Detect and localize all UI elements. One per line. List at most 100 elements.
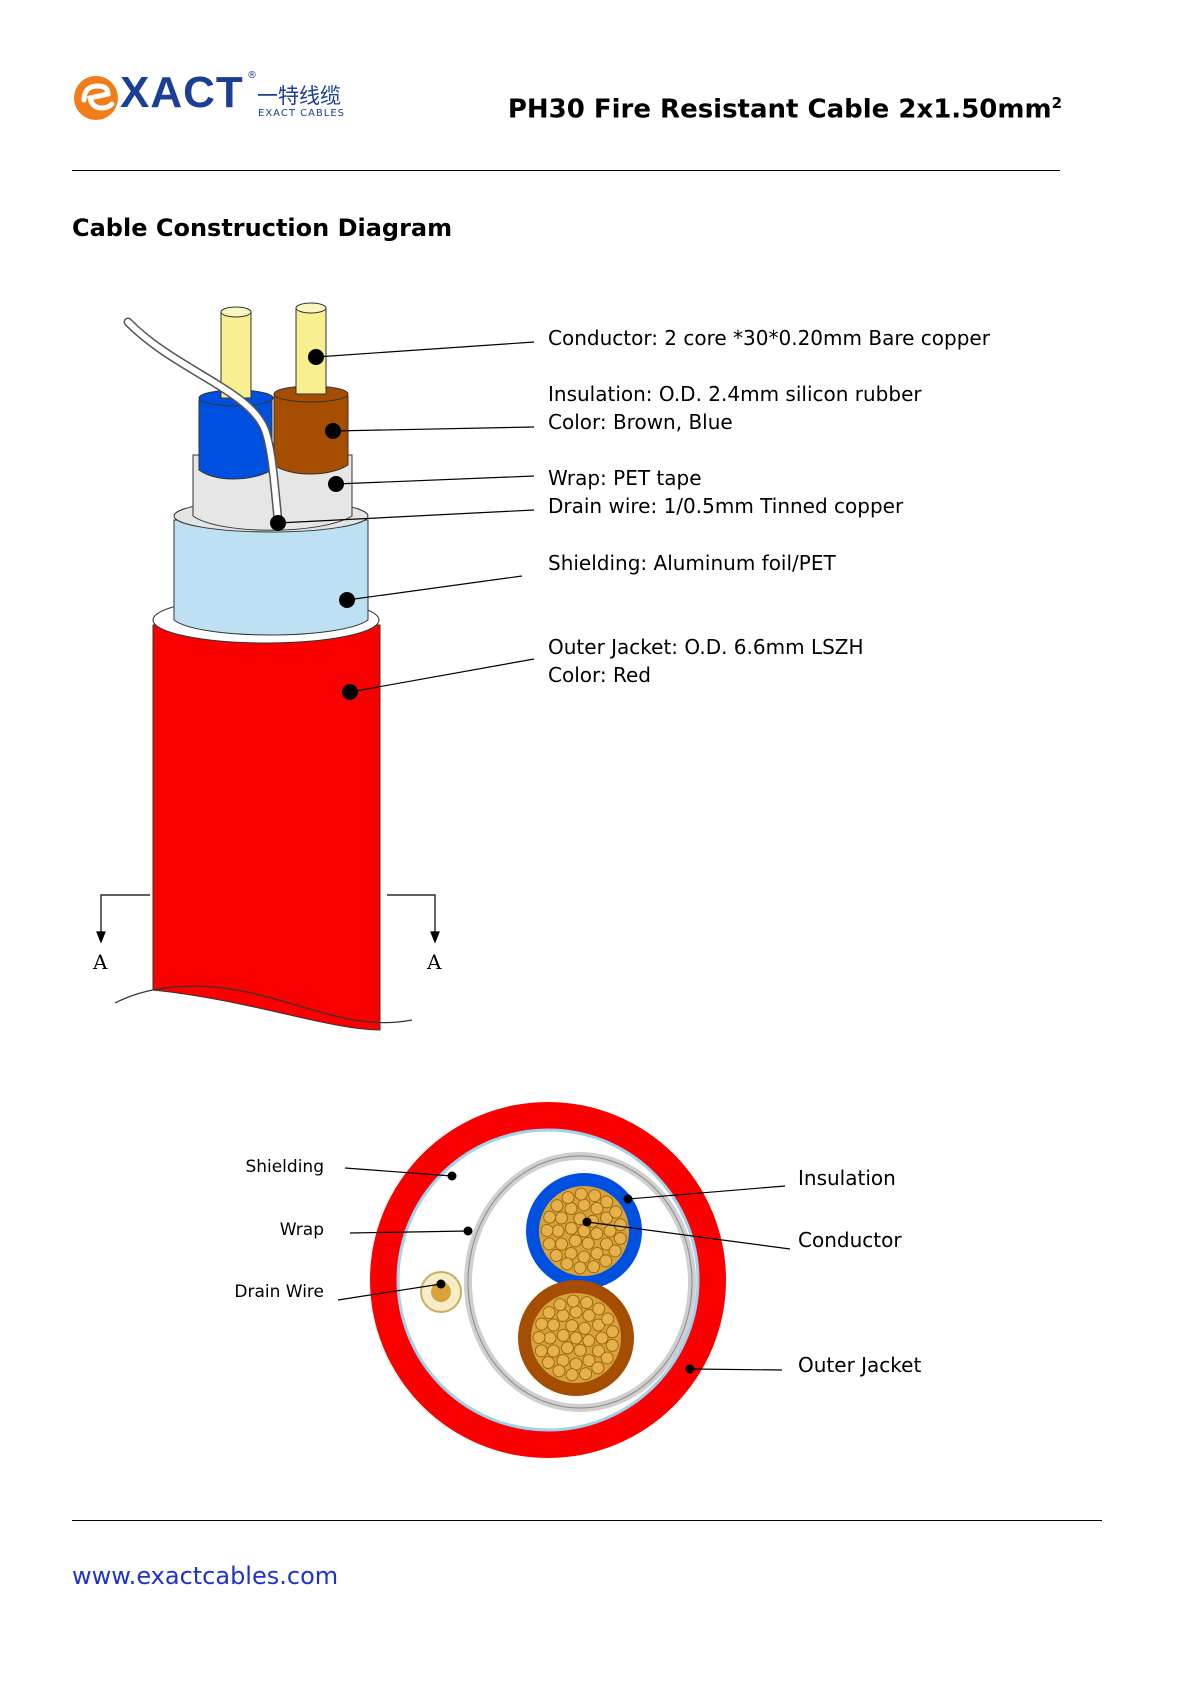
cross-label-insulation: Insulation [798,1166,896,1190]
footer-website-link[interactable]: www.exactcables.com [72,1562,339,1590]
label-insulation: Insulation: O.D. 2.4mm silicon rubber [548,382,922,406]
conductor-strand [556,1328,570,1342]
outer-jacket-body [152,624,381,1031]
conductor-strand [554,1211,568,1225]
conductor-strand [605,1338,619,1352]
page-title-superscript: 2 [1051,94,1062,112]
conductor-strand [587,1260,601,1274]
logo-e-mark [74,76,118,120]
conductor-strand [579,1367,593,1381]
conductor-strand [551,1224,565,1238]
conductor-strand [600,1195,614,1209]
conductor-strand [566,1294,580,1308]
conductor-strand [592,1344,606,1358]
label-jacket-color: Color: Red [548,663,651,687]
section-title: Cable Construction Diagram [72,214,453,242]
conductor-strand [569,1331,583,1345]
label-conductor: Conductor: 2 core *30*0.20mm Bare copper [548,326,990,350]
conductor-strand [543,1331,557,1345]
cross-drain-wire-core [431,1282,451,1302]
conductor-strand [549,1249,563,1263]
conductor-strand [532,1330,546,1344]
conductor-strand [590,1227,604,1241]
cross-section-leader-dots [436,1171,695,1374]
section-mark-left-label: A [93,950,108,974]
conductor-strand [564,1201,578,1215]
conductor-strand [569,1357,583,1371]
conductor-strand-1-tip [220,306,252,318]
conductor-strand [561,1191,575,1205]
label-shielding: Shielding: Aluminum foil/PET [548,551,836,575]
conductor-strand [600,1351,614,1365]
conductor-strand [553,1298,567,1312]
label-insulation-color: Color: Brown, Blue [548,410,733,434]
conductor-strand [577,1224,591,1238]
logo-chinese-name: 一特线缆 [257,84,341,108]
conductor-strands [532,1187,627,1382]
cable-cut-line [114,985,413,1024]
conductor-strand [581,1236,595,1250]
conductor-strand [582,1334,596,1348]
side-view-leader-dots [270,349,358,700]
section-mark-left [96,894,150,944]
conductor-strand [588,1189,602,1203]
conductor-strand [535,1317,549,1331]
side-view-leaders [277,341,535,693]
conductor-strand [568,1234,582,1248]
conductor-strand [603,1224,617,1238]
side-view-cable [114,302,413,1031]
label-wrap: Wrap: PET tape [548,466,702,490]
conductor-strand [560,1257,574,1271]
conductor-strand [573,1343,587,1357]
label-drain-wire: Drain wire: 1/0.5mm Tinned copper [548,494,904,518]
drain-wire [125,319,281,523]
conductor-strand [601,1312,615,1326]
conductor-strand [565,1368,579,1382]
page-title: PH30 Fire Resistant Cable 2x1.50mm2 [508,94,1062,125]
conductor-strand [574,1187,588,1201]
cross-label-conductor: Conductor [798,1228,902,1252]
cross-section-leaders [337,1167,791,1371]
cross-label-wrap: Wrap [279,1220,324,1240]
conductor-strand [569,1305,583,1319]
section-mark-right-label: A [427,950,442,974]
footer-divider [72,1520,1102,1521]
conductor-strand [580,1296,594,1310]
conductor-strand [599,1254,613,1268]
cross-label-drain-wire: Drain Wire [234,1282,324,1302]
conductor-strand [534,1344,548,1358]
conductor-strand [592,1318,606,1332]
logo-wordmark: XACT [120,68,244,117]
cross-label-shielding: Shielding [245,1157,324,1177]
conductor-strand [577,1250,591,1264]
shielding-layer [173,519,369,636]
conductor-strand [609,1205,623,1219]
page-title-text: PH30 Fire Resistant Cable 2x1.50mm [507,94,1052,125]
cross-wrap-edge [467,1155,693,1409]
conductor-strand [556,1308,570,1322]
conductor-strand-1 [220,311,252,399]
label-outer-jacket: Outer Jacket: O.D. 6.6mm LSZH [548,635,864,659]
logo-registered-mark: ® [247,70,257,81]
conductor-strand [546,1344,560,1358]
conductor-strand [590,1247,604,1261]
conductor-strand [600,1237,614,1251]
conductor-strand [577,1198,591,1212]
conductor-strand [582,1308,596,1322]
conductor-strand [542,1306,556,1320]
conductor-strand [591,1361,605,1375]
logo-subtitle: EXACT CABLES [258,108,346,119]
conductor-strand [613,1231,627,1245]
conductor-strand [578,1321,592,1335]
conductor-strand [590,1201,604,1215]
conductor-strand [564,1221,578,1235]
cross-label-outer-jacket: Outer Jacket [798,1353,922,1377]
conductor-strand [605,1325,619,1339]
conductor-strand [540,1223,554,1237]
conductor-strand [592,1302,606,1316]
conductor-strand-2-tip [295,302,327,314]
conductor-strand [608,1244,622,1258]
conductor-strand [573,1261,587,1275]
conductor-strand [554,1237,568,1251]
